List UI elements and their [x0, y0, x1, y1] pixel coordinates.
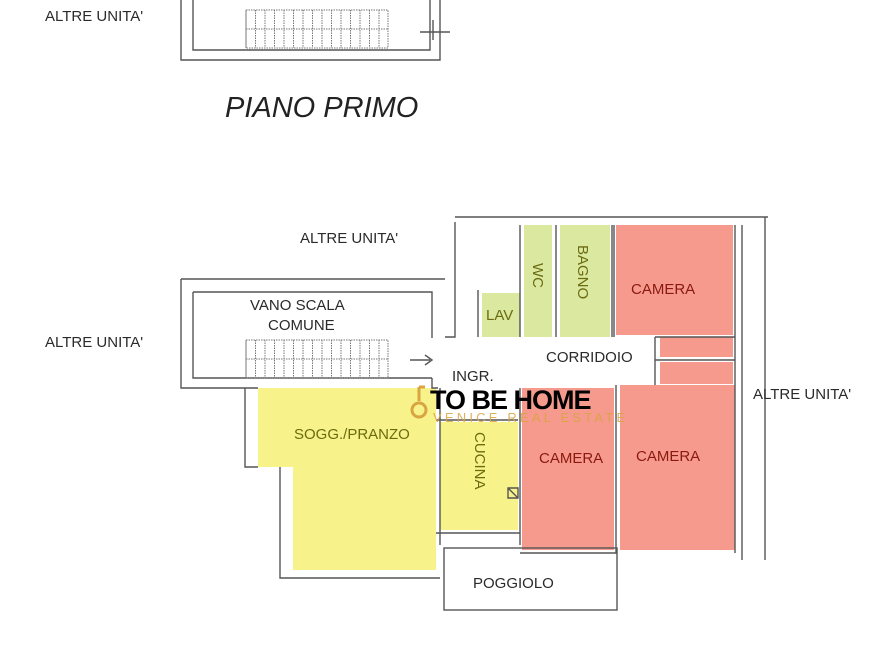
neighbor-top-label: ALTRE UNITA' [300, 230, 398, 247]
walls [180, 216, 768, 611]
room-camera-top [616, 225, 733, 335]
label-camera-top: CAMERA [631, 281, 695, 298]
room-camera-bottom-left [522, 388, 614, 550]
neighbor-right-label: ALTRE UNITA' [753, 386, 851, 403]
label-camera-bottom-left: CAMERA [539, 450, 603, 467]
top-neighbor-label: ALTRE UNITA' [45, 8, 143, 25]
watermark-tagline: VENICE REAL ESTATE [433, 410, 628, 425]
room-wc [524, 225, 552, 337]
label-camera-bottom-right: CAMERA [636, 448, 700, 465]
room-bagno [560, 225, 610, 337]
label-soggiorno: SOGG./PRANZO [294, 426, 410, 443]
top-partial-plan [180, 0, 450, 61]
label-ingresso: INGR. [452, 368, 494, 385]
label-wc: WC [529, 263, 546, 288]
room-soggiorno [258, 388, 436, 570]
closet [660, 362, 733, 384]
closet [660, 337, 733, 357]
room-camera-bottom-right [620, 385, 735, 550]
label-bagno: BAGNO [574, 245, 591, 299]
watermark-logo: TO BE HOME VENICE REAL ESTATE [410, 385, 628, 425]
label-cucina: CUCINA [471, 432, 488, 490]
room-lav [482, 293, 520, 337]
floor-title: PIANO PRIMO [225, 92, 418, 124]
label-corridoio: CORRIDOIO [546, 349, 633, 366]
stairwell-label-line2: COMUNE [268, 317, 335, 334]
label-poggiolo: POGGIOLO [473, 575, 554, 592]
key-icon [410, 385, 428, 419]
room-cucina [440, 422, 518, 530]
label-lav: LAV [486, 307, 513, 324]
stairwell-label-line1: VANO SCALA [250, 297, 345, 314]
watermark-name: TO BE HOME [430, 385, 591, 415]
neighbor-left-label: ALTRE UNITA' [45, 334, 143, 351]
